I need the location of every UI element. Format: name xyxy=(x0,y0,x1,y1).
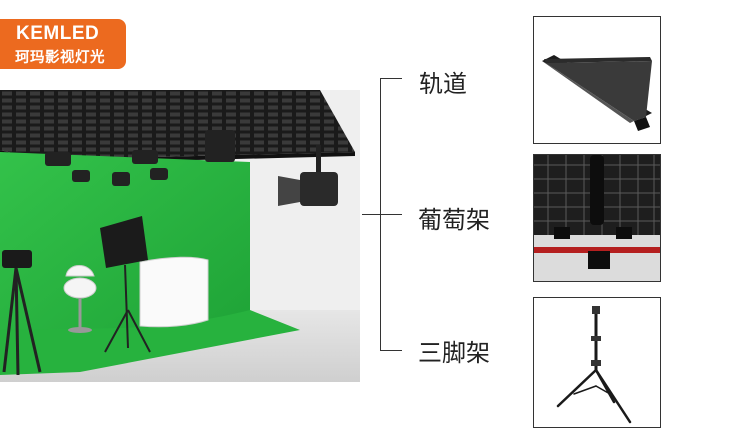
tripod-stand-image xyxy=(533,297,661,428)
label-grid-rig: 葡萄架 xyxy=(418,206,490,234)
rail-beam-image xyxy=(533,16,661,144)
connector-top-line xyxy=(380,78,402,79)
connector-middle-line xyxy=(362,214,402,215)
label-tripod: 三脚架 xyxy=(418,339,490,367)
logo-brand-text: KEMLED xyxy=(16,23,100,44)
studio-scene-image xyxy=(0,90,360,382)
connector-bottom-line xyxy=(380,350,402,351)
logo-subtitle: 珂玛影视灯光 xyxy=(15,50,105,66)
label-rail: 轨道 xyxy=(419,70,467,98)
brand-logo: KEMLED 珂玛影视灯光 xyxy=(0,19,126,69)
grid-rig-image xyxy=(533,154,661,282)
